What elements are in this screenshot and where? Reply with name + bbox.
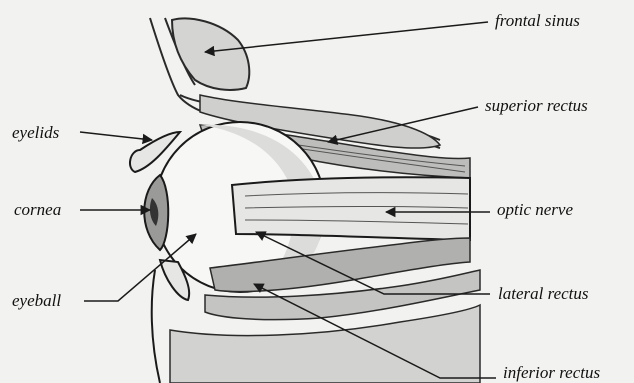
eyelids-pointer xyxy=(80,132,152,140)
frontal-sinus-cavity xyxy=(172,18,249,90)
label-inferior-rectus: inferior rectus xyxy=(503,364,600,381)
label-eyeball: eyeball xyxy=(12,292,61,309)
frontal-sinus-pointer xyxy=(205,22,488,52)
label-cornea: cornea xyxy=(14,201,61,218)
label-lateral-rectus: lateral rectus xyxy=(498,285,589,302)
label-optic-nerve: optic nerve xyxy=(497,201,573,218)
label-frontal-sinus: frontal sinus xyxy=(495,12,580,29)
face-outline xyxy=(152,270,160,383)
label-superior-rectus: superior rectus xyxy=(485,97,588,114)
label-eyelids: eyelids xyxy=(12,124,59,141)
optic-nerve xyxy=(232,177,470,240)
